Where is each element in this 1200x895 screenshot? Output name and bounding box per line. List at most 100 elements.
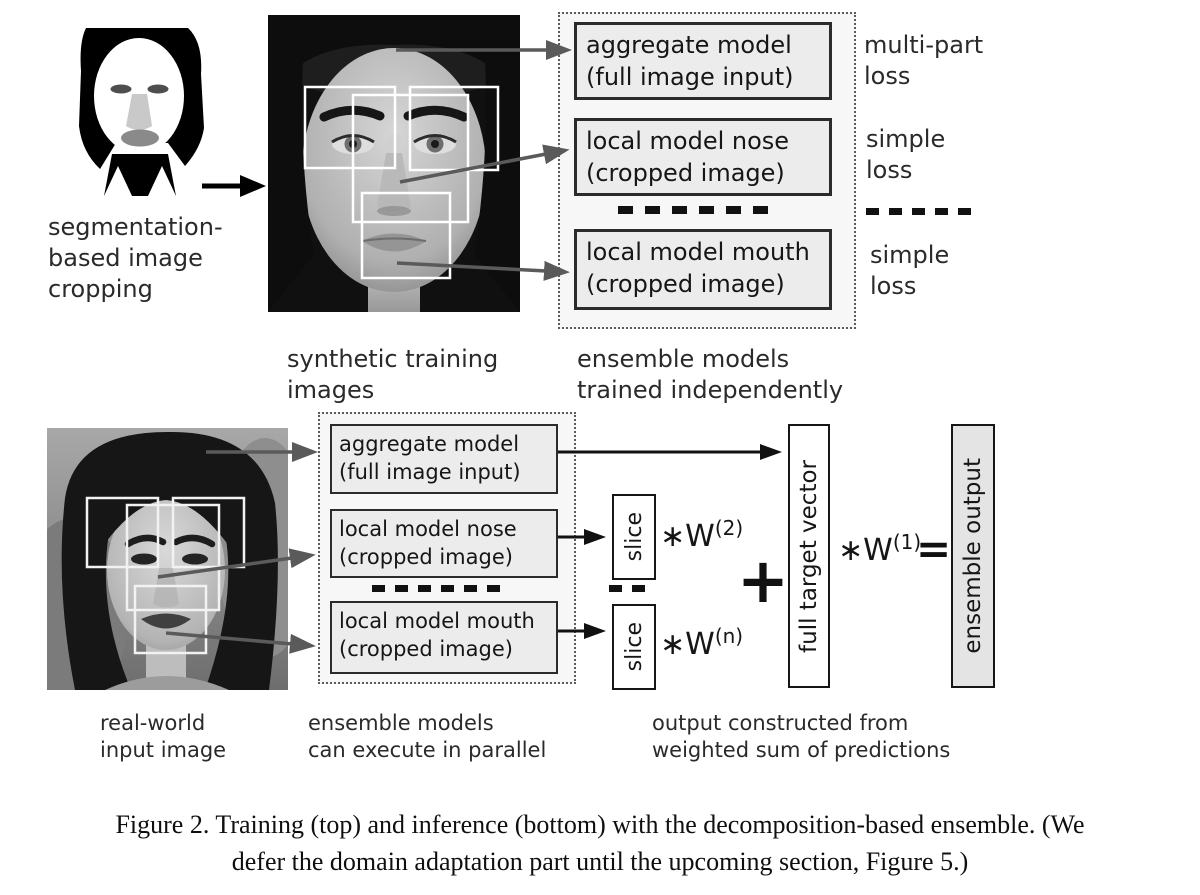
synthetic-right-eyelid [413, 134, 457, 144]
weight-w1: ∗W(1) [838, 530, 921, 568]
full-target-vector-label: full target vector [796, 459, 822, 653]
synthetic-nostrils [377, 206, 411, 216]
ellipsis-dashes-top-inner [618, 206, 780, 214]
weight-wn-sup: (n) [714, 624, 744, 648]
figure-caption: Figure 2. Training (top) and inference (… [0, 806, 1200, 880]
synthetic-right-pupil [431, 140, 439, 148]
real-right-eye [182, 553, 208, 565]
loss1-line1: multi-part [864, 31, 984, 59]
mask-collar-right [148, 166, 176, 196]
mask-collar-left [104, 166, 132, 196]
caption-line2: defer the domain adaptation part until t… [231, 847, 969, 876]
mask-mouth [121, 129, 159, 147]
slice-box-1: slice [612, 494, 656, 580]
parallel-label-line2: can execute in parallel [308, 738, 547, 762]
loss3-line1: simple [870, 241, 950, 269]
multi-part-loss-label: multi-part loss [864, 30, 983, 92]
segmentation-label-line2: based image [48, 244, 203, 272]
real-shoulders [105, 676, 229, 690]
bbox-mouth-synthetic [360, 191, 452, 280]
local-model-nose-label-bottom: local model nose [339, 517, 517, 541]
trained-independently-label: ensemble models trained independently [577, 344, 843, 406]
loss2-line1: simple [866, 125, 946, 153]
local-model-nose-box-top: local model nose (cropped image) [574, 118, 832, 196]
real-world-label-line1: real-world [100, 711, 206, 735]
ensemble-output-box: ensemble output [951, 424, 995, 688]
real-world-label: real-world input image [100, 710, 226, 764]
weight-w2-sup: (2) [714, 516, 744, 540]
output-constructed-label: output constructed from weighted sum of … [652, 710, 950, 764]
aggregate-model-sublabel: (full image input) [586, 63, 794, 91]
real-left-eye [131, 553, 157, 565]
aggregate-model-sublabel-bottom: (full image input) [339, 460, 521, 484]
bbox-left-eye-real [85, 496, 160, 569]
local-model-nose-sublabel-bottom: (cropped image) [339, 545, 513, 569]
ellipsis-dashes-top-right [866, 208, 980, 215]
aggregate-model-box-top: aggregate model (full image input) [574, 22, 832, 100]
parallel-label: ensemble models can execute in parallel [308, 710, 546, 764]
real-left-eyebrow [124, 534, 167, 548]
local-model-nose-label: local model nose [586, 127, 790, 155]
simple-loss-label-1: simple loss [866, 124, 945, 186]
synthetic-right-eyebrow [403, 105, 469, 122]
segmentation-label: segmentation- based image cropping [48, 212, 223, 305]
segmentation-label-line1: segmentation- [48, 213, 223, 241]
full-target-vector-box: full target vector [788, 424, 830, 688]
plus-operator: + [737, 544, 789, 617]
trained-label-line2: trained independently [577, 376, 844, 404]
local-model-nose-box-bottom: local model nose (cropped image) [330, 509, 558, 578]
caption-line1: Figure 2. Training (top) and inference (… [115, 810, 1085, 839]
aggregate-model-label: aggregate model [586, 31, 792, 59]
simple-loss-label-2: simple loss [870, 240, 949, 302]
synthetic-face-image [268, 15, 520, 312]
real-world-image [47, 428, 288, 690]
parallel-label-line1: ensemble models [308, 711, 494, 735]
output-label-line1: output constructed from [652, 711, 909, 735]
slice-label-2: slice [621, 622, 647, 672]
real-hairline [103, 476, 229, 546]
mask-left-eye [110, 84, 132, 94]
ensemble-output-label: ensemble output [960, 458, 986, 654]
local-model-mouth-box-bottom: local model mouth (cropped image) [330, 601, 558, 674]
synthetic-hair-left [268, 15, 314, 312]
real-right-eyebrow [172, 534, 216, 548]
bbox-left-eye-synthetic [303, 85, 397, 170]
local-model-nose-sublabel: (cropped image) [586, 159, 785, 187]
slice-box-2: slice [612, 604, 656, 690]
mask-right-eye [147, 84, 169, 94]
ellipsis-dashes-bottom-inner [372, 585, 500, 592]
local-model-mouth-sublabel: (cropped image) [586, 270, 785, 298]
weight-w2-base: ∗W [660, 519, 715, 554]
weight-wn-base: ∗W [660, 627, 715, 662]
output-label-line2: weighted sum of predictions [652, 738, 951, 762]
equals-operator: = [916, 524, 952, 573]
synthetic-training-label: synthetic training images [287, 344, 498, 406]
synthetic-lip-line [361, 237, 427, 242]
weight-w1-base: ∗W [838, 533, 893, 568]
loss3-line2: loss [870, 272, 917, 300]
real-hair [61, 431, 278, 690]
local-model-mouth-sublabel-bottom: (cropped image) [339, 637, 513, 661]
weight-wn: ∗W(n) [660, 624, 743, 662]
local-model-mouth-label: local model mouth [586, 238, 810, 266]
loss2-line2: loss [866, 156, 913, 184]
synthetic-hair-top [278, 15, 510, 87]
loss1-line2: loss [864, 62, 911, 90]
weight-w1-sup: (1) [892, 530, 922, 554]
aggregate-model-box-bottom: aggregate model (full image input) [330, 424, 558, 494]
real-world-label-line2: input image [100, 738, 227, 762]
local-model-mouth-label-bottom: local model mouth [339, 609, 535, 633]
trained-label-line1: ensemble models [577, 345, 790, 373]
real-lips [141, 613, 191, 629]
segmentation-mask-image [58, 16, 216, 196]
local-model-mouth-box-top: local model mouth (cropped image) [574, 229, 832, 310]
weight-w2: ∗W(2) [660, 516, 743, 554]
aggregate-model-label-bottom: aggregate model [339, 432, 520, 456]
segmentation-label-line3: cropping [48, 275, 153, 303]
mask-nose [126, 94, 152, 130]
bbox-mouth-real [133, 584, 208, 655]
ellipsis-dashes-slice [609, 585, 647, 592]
slice-label-1: slice [621, 512, 647, 562]
synthetic-label-line1: synthetic training [287, 345, 499, 373]
